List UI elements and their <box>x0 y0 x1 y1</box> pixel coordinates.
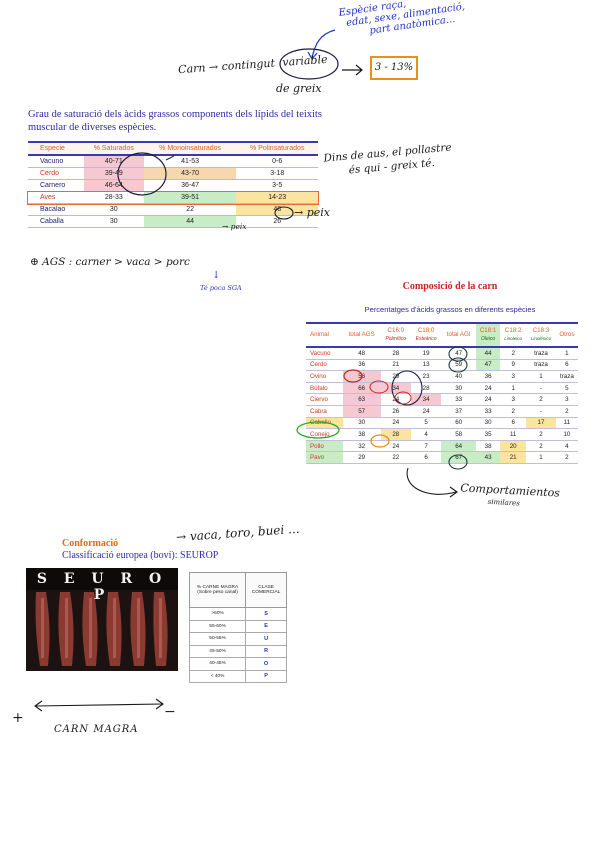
arrow-right-icon <box>342 64 363 76</box>
circle-ovino-ags-icon <box>343 369 363 383</box>
carn-magra-arrow-icon <box>34 698 164 712</box>
ags-arrow: ↓ <box>212 270 221 281</box>
table-row: Vacuno 40-71 41-53 0-6 <box>28 155 318 168</box>
table-row: < 40%P <box>188 669 287 683</box>
table-row: Cerdo 39-49 43-70 3-18 <box>28 167 318 180</box>
table1-header: % Saturados <box>83 141 144 156</box>
note-comportamientos: Comportamientos similares <box>460 481 561 508</box>
note-species-factors: Espècie raça, edat, sexe, alimentació, p… <box>338 0 466 37</box>
table-row: 50-55%U <box>188 632 287 646</box>
seurop-table: % CARNE MAGRA (Sobre peso canal) CLASE C… <box>188 572 287 683</box>
minus-sign: − <box>164 704 176 720</box>
table3-header-row: % CARNE MAGRA (Sobre peso canal) CLASE C… <box>188 572 287 608</box>
note-carn-magra: CARN MAGRA <box>54 724 139 735</box>
note-vaca-toro: → vaca, toro, buei ... <box>175 521 300 545</box>
table2-subtitle: Percentatges d'àcids grassos en diferent… <box>364 305 536 314</box>
table-row: >60%S <box>188 607 287 621</box>
circle-vacuno-oleico-icon <box>448 346 468 362</box>
table-row: 45-50%R <box>188 644 287 658</box>
circle-cerdo-oleico-icon <box>448 357 468 373</box>
plus-sign: + <box>12 710 24 726</box>
note-poca-sga: Té poca SGA <box>200 284 242 292</box>
note-de-greix: de greix <box>276 82 322 95</box>
circle-bufalo-c16-icon <box>369 380 389 394</box>
circle-caballo-icon <box>296 421 340 439</box>
table1-header: % Monoinsaturados <box>143 141 237 156</box>
table-row: Aves 28-33 39-51 14-23 <box>27 190 319 205</box>
note-pollastre: Dins de aus, el pollastre és qui - greix… <box>323 141 453 177</box>
table1-header-row: Especie % Saturados % Monoinsaturados % … <box>28 141 318 156</box>
percent-box: 3 - 13% <box>370 56 418 80</box>
table2-annotations <box>296 346 468 470</box>
variable-circle-icon <box>279 48 339 80</box>
table-row: 40-45%O <box>188 657 287 671</box>
carcass-image <box>26 568 178 671</box>
circle-pavo-oleico-icon <box>448 454 468 470</box>
note-ags: ⊕ AGS : carner > vaca > porc <box>30 256 190 268</box>
circle-bufalo-agi-icon <box>391 370 423 406</box>
saturados-circle-icon <box>117 152 174 196</box>
table1-header: Especie <box>28 141 84 156</box>
table1-title: Grau de saturació dels àcids grassos com… <box>28 109 322 133</box>
circle-48-icon <box>274 206 294 220</box>
note-peix: → peix <box>294 206 330 219</box>
saturation-table: Especie % Saturados % Monoinsaturados % … <box>27 141 319 228</box>
conformacio-title: Conformació <box>62 538 119 549</box>
table-row: 55-60%E <box>188 619 287 633</box>
table-row: Caballa 30 44 26 <box>28 215 318 228</box>
table1-header: % Polinsaturados <box>236 141 318 156</box>
carcass-photo: S E U R O P <box>26 568 178 671</box>
conformacio-subtitle: Classificació europea (boví): SEUROP <box>62 550 219 561</box>
table2-title: Composició de la carn <box>402 281 498 292</box>
circle-conejo-c16-icon <box>370 434 390 448</box>
note-arrow-icon <box>307 29 336 61</box>
table-row: Carnero 46-64 36-47 3-5 <box>28 179 318 192</box>
note-peix-small: → peix <box>222 222 247 231</box>
circle-ciervo-c18-icon <box>394 391 412 405</box>
comportamientos-arrow-icon <box>406 467 458 498</box>
seurop-label: S E U R O P <box>36 571 168 603</box>
